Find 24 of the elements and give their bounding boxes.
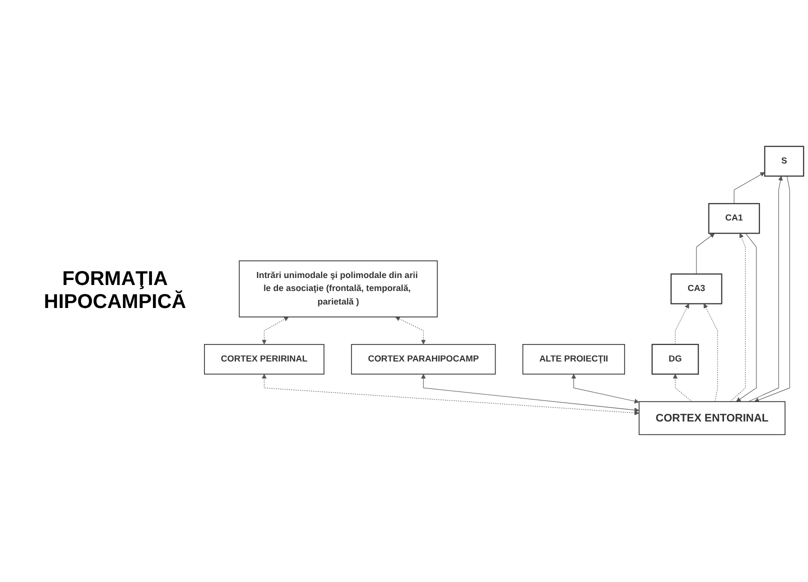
arrow: [754, 176, 790, 403]
arrow: [748, 176, 783, 402]
node-box: CA3: [670, 274, 722, 305]
node-box: S: [764, 146, 804, 178]
arrow: [734, 172, 765, 204]
arrow: [704, 304, 718, 402]
arrow: [672, 374, 692, 402]
arrow: [696, 234, 715, 275]
node-box: CORTEX PERIRINAL: [204, 344, 324, 376]
group-label: FORMAŢIA HIPOCAMPICĂ: [42, 268, 188, 314]
arrow: [420, 374, 640, 413]
arrow: [571, 374, 640, 404]
arrow: [262, 317, 289, 345]
arrow: [674, 304, 690, 346]
node-box: CORTEX ENTORINAL: [638, 402, 786, 436]
arrow: [395, 317, 426, 345]
node-box: CA1: [708, 204, 760, 234]
arrow: [262, 374, 640, 416]
node-box: CORTEX PARAHIPOCAMP: [351, 344, 496, 376]
arrow: [736, 234, 757, 402]
arrow: [730, 234, 746, 402]
node-box: DG: [652, 344, 699, 376]
node-box: Intrări unimodale şi polimodale din arii le de asociaţie (frontală, temporală, parietală ): [238, 260, 438, 318]
node-box: ALTE PROIECŢII: [522, 344, 626, 376]
